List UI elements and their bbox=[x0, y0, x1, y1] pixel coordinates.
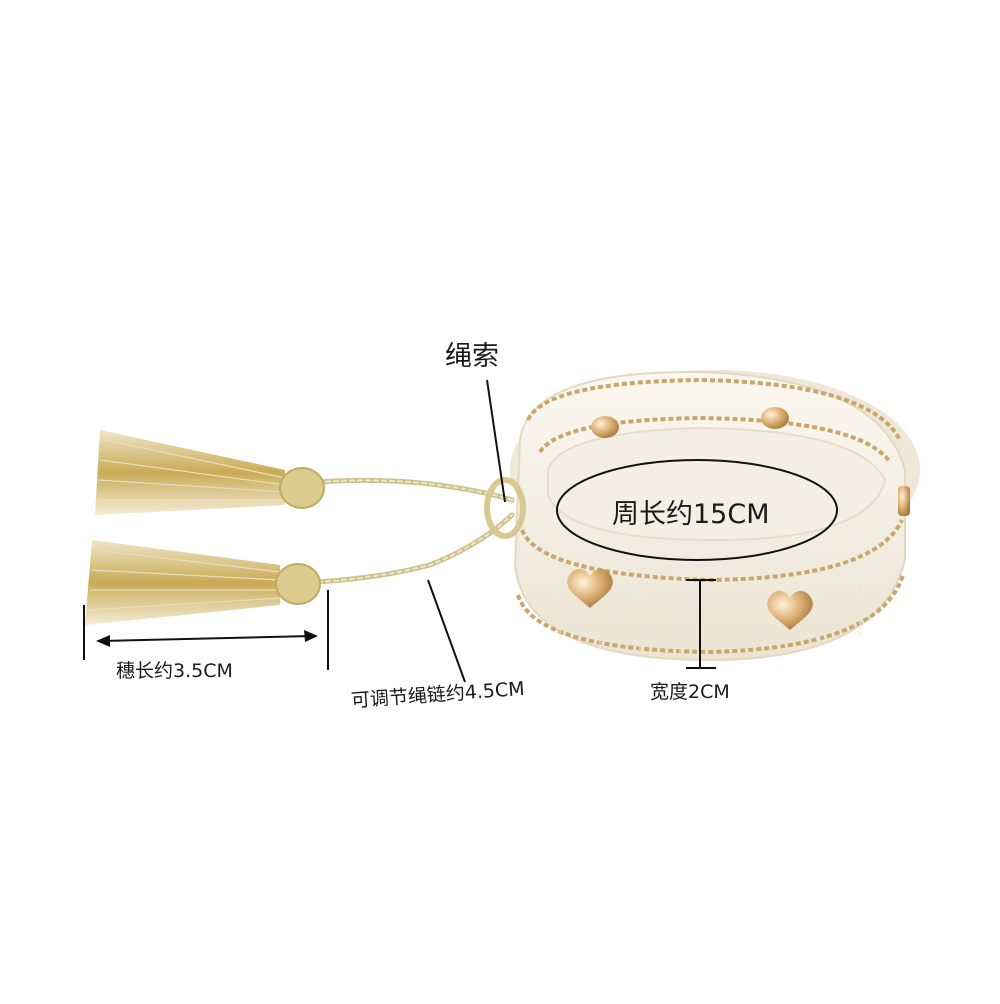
arrow-right-icon bbox=[304, 630, 318, 642]
round-stud bbox=[591, 416, 619, 438]
tassel-bottom bbox=[85, 540, 321, 625]
heart-stud bbox=[767, 590, 813, 630]
circumference-ellipse bbox=[556, 459, 838, 561]
width-label: 宽度2CM bbox=[650, 681, 730, 703]
side-bead bbox=[898, 486, 910, 516]
annotation-lines bbox=[83, 379, 838, 683]
arrow-left-icon bbox=[96, 635, 110, 647]
adjustable-cord bbox=[315, 477, 526, 585]
rope-pointer-line bbox=[486, 379, 506, 503]
circumference-label: 周长约15CM bbox=[612, 499, 770, 530]
tassel-length-label: 穗长约3.5CM bbox=[116, 660, 233, 682]
heart-stud bbox=[567, 568, 613, 608]
tassel-measure-line bbox=[101, 635, 313, 642]
rope-label: 绳索 bbox=[445, 341, 499, 372]
cord-pointer-line bbox=[427, 579, 466, 683]
bracelet-band bbox=[513, 370, 910, 662]
tassel-top bbox=[95, 430, 325, 515]
round-stud bbox=[761, 407, 789, 429]
